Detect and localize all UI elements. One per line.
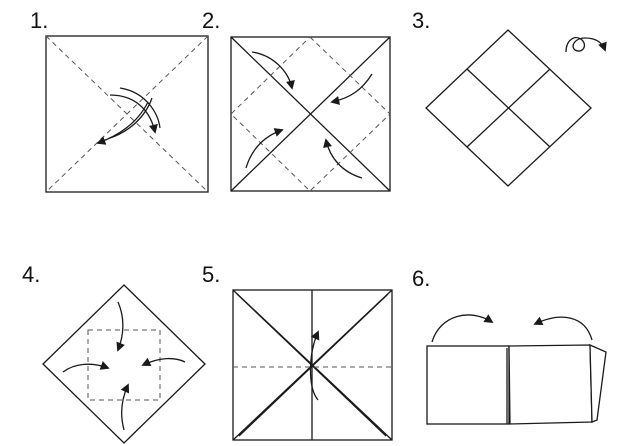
fold-arrow-icon	[141, 357, 186, 367]
turn-over-icon	[565, 37, 607, 53]
step-6-label: 6.	[412, 266, 431, 291]
paper-flap	[589, 343, 607, 423]
fold-arrow-icon	[120, 383, 130, 431]
fold-arrow-icon	[109, 94, 158, 134]
fold-arrow-icon	[245, 128, 284, 169]
step-4-label: 4.	[22, 262, 41, 287]
fold-arrow-icon	[309, 330, 320, 401]
center-fold	[466, 68, 551, 148]
step-3-label: 3.	[412, 8, 431, 33]
inner-square-crease	[87, 329, 161, 401]
fold-arrow-icon	[323, 138, 363, 179]
step-6-figure	[426, 314, 607, 425]
step-3-figure	[425, 29, 607, 187]
fold-arrow-icon	[431, 314, 494, 343]
diagonal-fold	[230, 36, 391, 192]
diagonal-fold	[238, 293, 389, 437]
fold-arrow-icon	[119, 87, 161, 129]
paper-panel	[426, 345, 510, 425]
fold-arrow-icon	[330, 73, 373, 105]
step-5-label: 5.	[202, 262, 221, 287]
step-1-label: 1.	[30, 8, 49, 33]
fold-arrow-icon	[251, 51, 295, 90]
fold-arrow-icon	[62, 361, 110, 373]
step-2-figure	[230, 36, 391, 192]
folded-diamond	[42, 284, 206, 444]
fold-arrow-icon	[96, 101, 149, 145]
step-4-figure	[42, 284, 206, 444]
step-2-label: 2.	[202, 8, 221, 33]
fold-arrow-icon	[116, 301, 125, 352]
diagonal-crease	[45, 35, 209, 193]
inner-diamond-crease	[230, 36, 391, 192]
paper-panel	[508, 344, 593, 425]
step-1-figure	[45, 35, 209, 193]
fold-arrow-icon	[109, 97, 153, 139]
fold-arrow-icon	[533, 316, 593, 341]
step-5-figure	[232, 289, 393, 441]
